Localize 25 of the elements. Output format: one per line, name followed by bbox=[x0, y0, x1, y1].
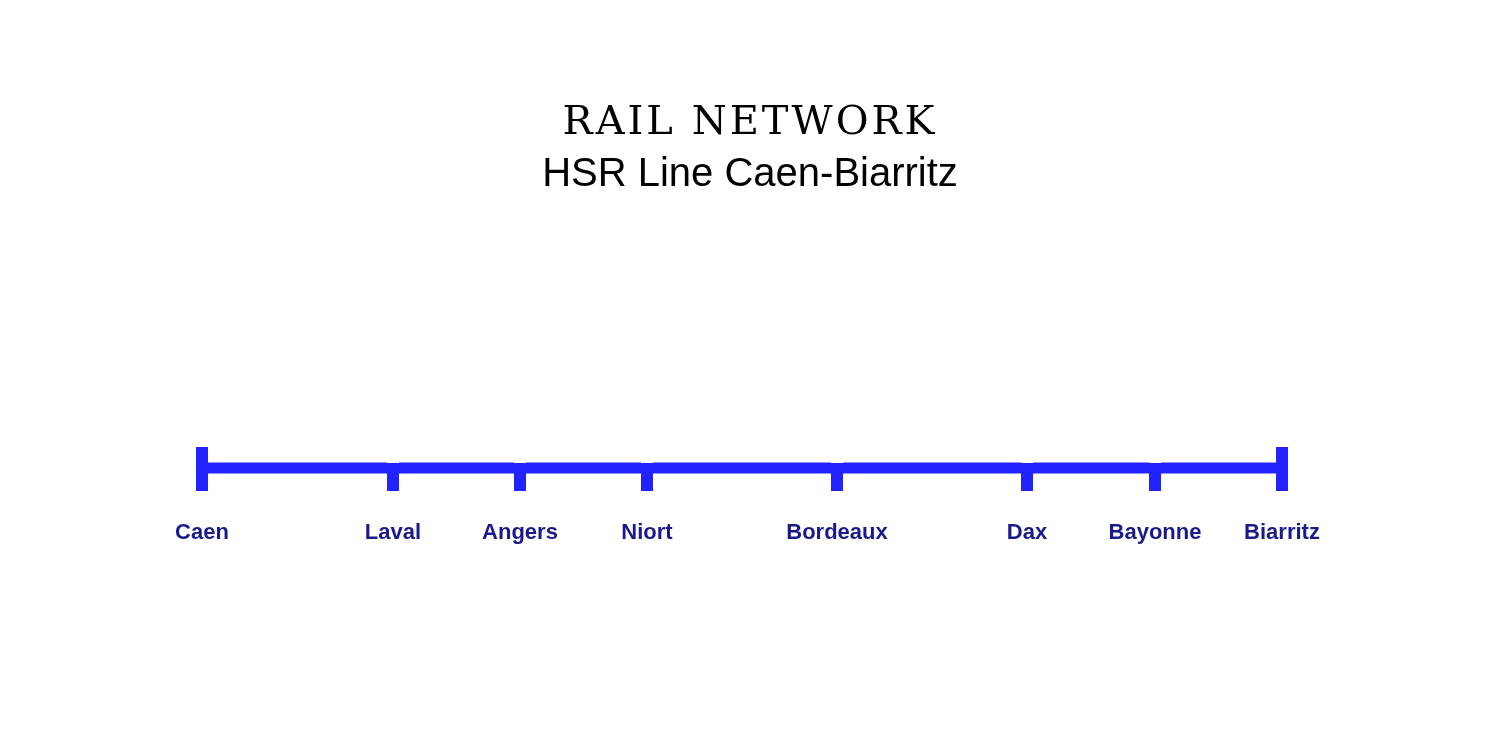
rail-line bbox=[1161, 462, 1276, 474]
station-name: Bordeaux bbox=[786, 519, 888, 545]
rail-line bbox=[653, 462, 831, 474]
station-name: Dax bbox=[1006, 519, 1048, 545]
station-tick bbox=[1021, 463, 1033, 491]
rail-line bbox=[1033, 462, 1149, 474]
rail-line bbox=[843, 462, 1021, 474]
rail-line bbox=[526, 462, 641, 474]
station-tick bbox=[514, 463, 526, 491]
station-tick bbox=[1276, 447, 1288, 491]
station-name: Biarritz bbox=[1244, 519, 1320, 545]
station-name: Angers bbox=[482, 519, 558, 545]
station-tick bbox=[196, 447, 208, 491]
subtitle: HSR Line Caen-Biarritz bbox=[542, 149, 958, 196]
title: RAIL NETWORK bbox=[562, 96, 938, 144]
station-tick bbox=[641, 463, 653, 491]
station-tick bbox=[1149, 463, 1161, 491]
station-name: Caen bbox=[175, 519, 229, 545]
station-tick bbox=[831, 463, 843, 491]
rail-line bbox=[399, 462, 514, 474]
station-name: Niort bbox=[621, 519, 673, 545]
station-name: Laval bbox=[364, 519, 422, 545]
rail-line bbox=[208, 462, 387, 474]
station-tick bbox=[387, 463, 399, 491]
station-name: Bayonne bbox=[1108, 519, 1202, 545]
